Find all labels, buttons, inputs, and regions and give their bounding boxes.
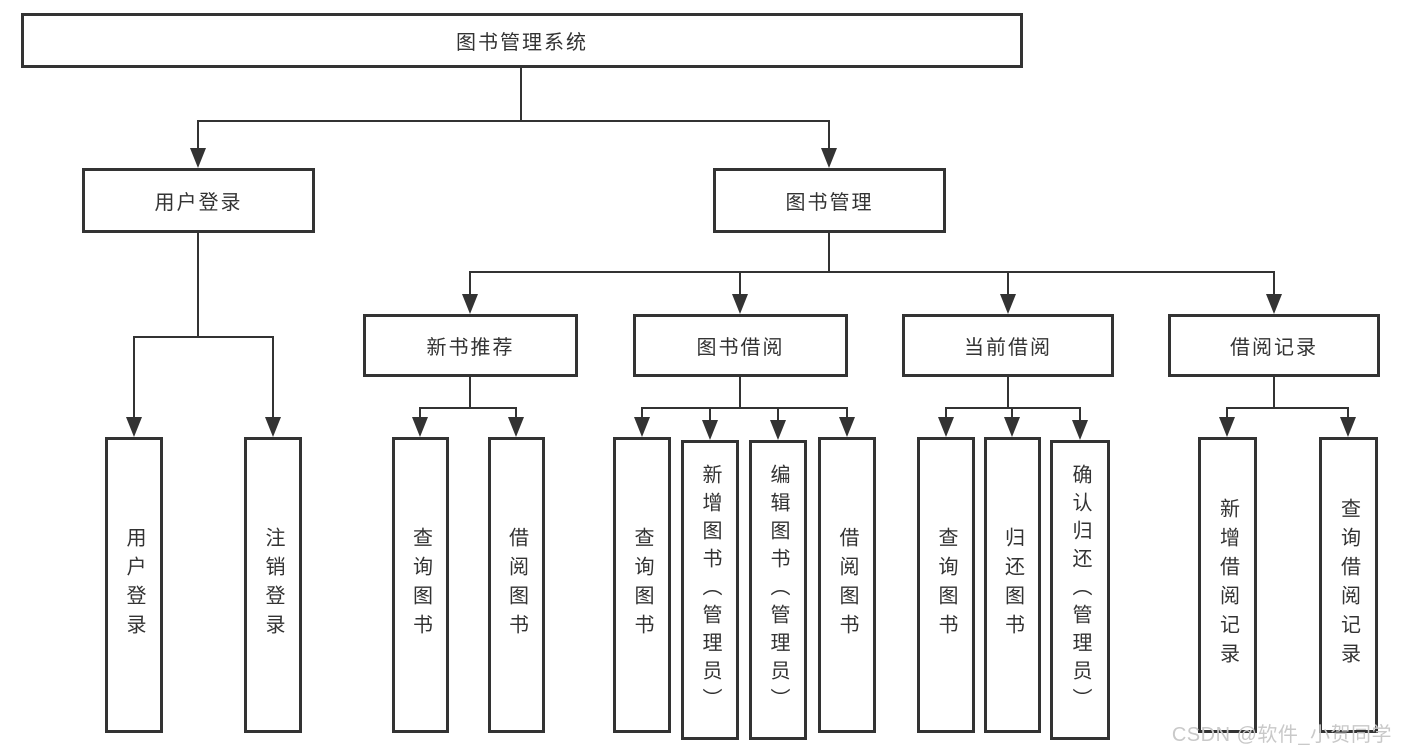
leaf-return-books-label: 归还图书 [1001,527,1024,643]
leaf-borrow-books-1-label: 借阅图书 [505,527,528,643]
arrow-down-icon [839,417,855,437]
connector-line [1011,407,1013,421]
arrow-down-icon [462,294,478,314]
arrow-down-icon [265,417,281,437]
connector-user-login-rail [133,336,273,338]
leaf-query-borrow-record-label: 查询借阅记录 [1337,498,1360,672]
node-book-management: 图书管理 [713,168,946,233]
node-root: 图书管理系统 [21,13,1023,68]
connector-line [709,407,711,422]
connector-level2-rail [197,120,830,122]
connector-line [197,120,199,150]
connector-stem [1273,377,1275,408]
leaf-query-books-2-label: 查询图书 [631,527,653,643]
connector-line [945,407,947,421]
arrow-down-icon [702,420,718,440]
arrow-down-icon [508,417,524,437]
leaf-add-book-admin-label: 新增图书（管理员） [699,464,721,716]
leaf-edit-book-admin: 编辑图书（管理员） [749,440,807,740]
leaf-user-login-label: 用户登录 [123,527,145,643]
leaf-borrow-books-2: 借阅图书 [818,437,876,733]
connector-line [846,407,848,421]
leaf-query-books-1: 查询图书 [392,437,449,733]
connector-line [272,336,274,420]
node-borrow-records: 借阅记录 [1168,314,1380,377]
arrow-down-icon [1000,294,1016,314]
connector-book-mgmt-stem [828,233,830,271]
leaf-add-book-admin: 新增图书（管理员） [681,440,739,740]
arrow-down-icon [1004,417,1020,437]
node-user-login: 用户登录 [82,168,315,233]
connector-line [1273,271,1275,297]
arrow-down-icon [1340,417,1356,437]
connector-line [1347,407,1349,421]
node-borrow-records-label: 借阅记录 [1230,337,1318,359]
leaf-confirm-return-admin-label: 确认归还（管理员） [1069,464,1091,716]
leaf-edit-book-admin-label: 编辑图书（管理员） [767,464,789,716]
leaf-query-books-1-label: 查询图书 [409,527,432,643]
connector-stem [739,377,741,408]
arrow-down-icon [821,148,837,168]
leaf-logout: 注销登录 [244,437,302,733]
connector-line [515,407,517,421]
connector-line [1079,407,1081,422]
connector-line [641,407,643,421]
node-new-book-recommend: 新书推荐 [363,314,578,377]
connector-stem [469,377,471,408]
connector-stem [1007,377,1009,408]
connector-line [1007,271,1009,297]
arrow-down-icon [190,148,206,168]
leaf-return-books: 归还图书 [984,437,1041,733]
leaf-query-books-3: 查询图书 [917,437,975,733]
connector-line [777,407,779,422]
leaf-query-books-3-label: 查询图书 [935,527,957,643]
node-user-login-label: 用户登录 [154,192,243,214]
connector-line [419,407,421,421]
arrow-down-icon [938,417,954,437]
node-root-label: 图书管理系统 [456,32,588,54]
leaf-query-borrow-record: 查询借阅记录 [1319,437,1378,733]
connector-level3-rail [469,271,1275,273]
leaf-add-borrow-record: 新增借阅记录 [1198,437,1257,733]
connector-root-stem [520,68,522,120]
node-new-book-recommend-label: 新书推荐 [426,337,515,359]
leaf-user-login: 用户登录 [105,437,163,733]
arrow-down-icon [732,294,748,314]
arrow-down-icon [634,417,650,437]
arrow-down-icon [126,417,142,437]
connector-rail [1226,407,1349,409]
leaf-add-borrow-record-label: 新增借阅记录 [1216,498,1239,672]
connector-user-login-stem [197,233,199,336]
arrow-down-icon [1266,294,1282,314]
leaf-query-books-2: 查询图书 [613,437,671,733]
node-current-borrow: 当前借阅 [902,314,1114,377]
arrow-down-icon [1219,417,1235,437]
watermark: CSDN @软件_小贺同学 [1171,724,1392,746]
connector-line [828,120,830,150]
arrow-down-icon [770,420,786,440]
connector-line [133,336,135,420]
leaf-logout-label: 注销登录 [262,527,284,643]
connector-rail [945,407,1081,409]
arrow-down-icon [1072,420,1088,440]
leaf-borrow-books-1: 借阅图书 [488,437,545,733]
arrow-down-icon [412,417,428,437]
leaf-confirm-return-admin: 确认归还（管理员） [1050,440,1110,740]
leaf-borrow-books-2-label: 借阅图书 [836,527,858,643]
connector-rail [641,407,847,409]
node-book-borrow-label: 图书借阅 [696,337,785,359]
node-book-management-label: 图书管理 [785,192,874,214]
connector-rail [419,407,517,409]
node-current-borrow-label: 当前借阅 [964,337,1052,359]
connector-line [1226,407,1228,421]
connector-line [469,271,471,297]
connector-line [739,271,741,297]
node-book-borrow: 图书借阅 [633,314,848,377]
